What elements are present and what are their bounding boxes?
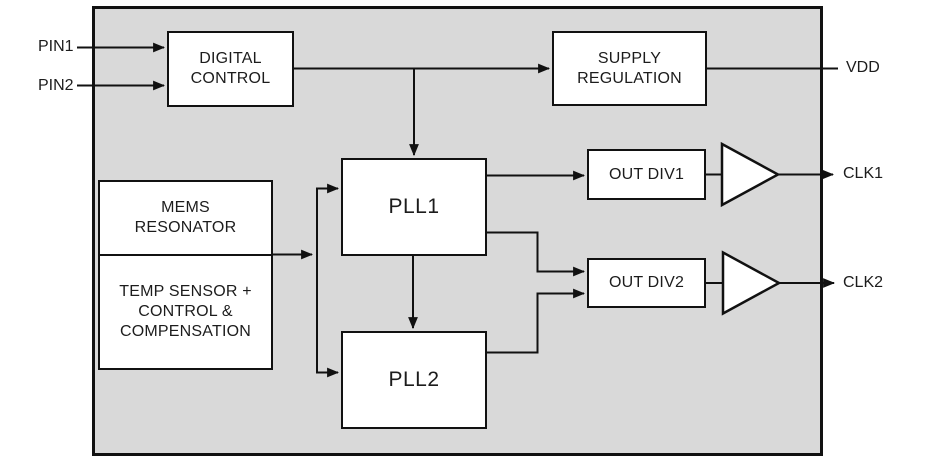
out-div2-block: OUT DIV2 (587, 258, 706, 308)
clk1-buffer-icon (720, 141, 781, 208)
pll1-block: PLL1 (341, 158, 487, 256)
out-div2-label: OUT DIV2 (608, 274, 685, 291)
mems-temp-block: MEMS RESONATOR TEMP SENSOR + CONTROL & C… (98, 180, 273, 370)
temp-sensor-label-line2: CONTROL & (138, 303, 233, 320)
supply-regulation-label-line1: SUPPLY (597, 49, 662, 67)
pin2-label: PIN2 (38, 77, 74, 94)
mems-resonator-label-line2: RESONATOR (134, 219, 237, 236)
out-div1-block: OUT DIV1 (587, 149, 706, 200)
temp-sensor-label-line1: TEMP SENSOR + (119, 283, 252, 300)
clk1-label: CLK1 (843, 165, 884, 182)
pin1-label: PIN1 (38, 38, 74, 55)
mems-resonator-label-line1: MEMS (161, 199, 210, 216)
wire-pll2-to-out-div2 (486, 288, 586, 354)
supply-regulation-block: SUPPLY REGULATION (552, 31, 707, 106)
pll2-label: PLL2 (388, 368, 440, 391)
supply-regulation-label-line2: REGULATION (577, 69, 682, 87)
clk2-buffer-icon (721, 250, 782, 316)
digital-control-block: DIGITAL CONTROL (167, 31, 294, 107)
wire-pll1-to-out-div2 (486, 231, 586, 277)
temp-sensor-section: TEMP SENSOR + CONTROL & COMPENSATION (100, 256, 271, 368)
mems-resonator-section: MEMS RESONATOR (100, 182, 271, 256)
out-div1-label: OUT DIV1 (608, 165, 685, 183)
pll1-label: PLL1 (388, 195, 440, 218)
temp-sensor-label-line3: COMPENSATION (119, 323, 251, 340)
pll2-block: PLL2 (341, 331, 487, 429)
digital-control-label-line1: DIGITAL (199, 50, 262, 67)
vdd-label: VDD (846, 59, 880, 76)
clk2-label: CLK2 (843, 274, 884, 291)
digital-control-label-line2: CONTROL (190, 70, 271, 87)
